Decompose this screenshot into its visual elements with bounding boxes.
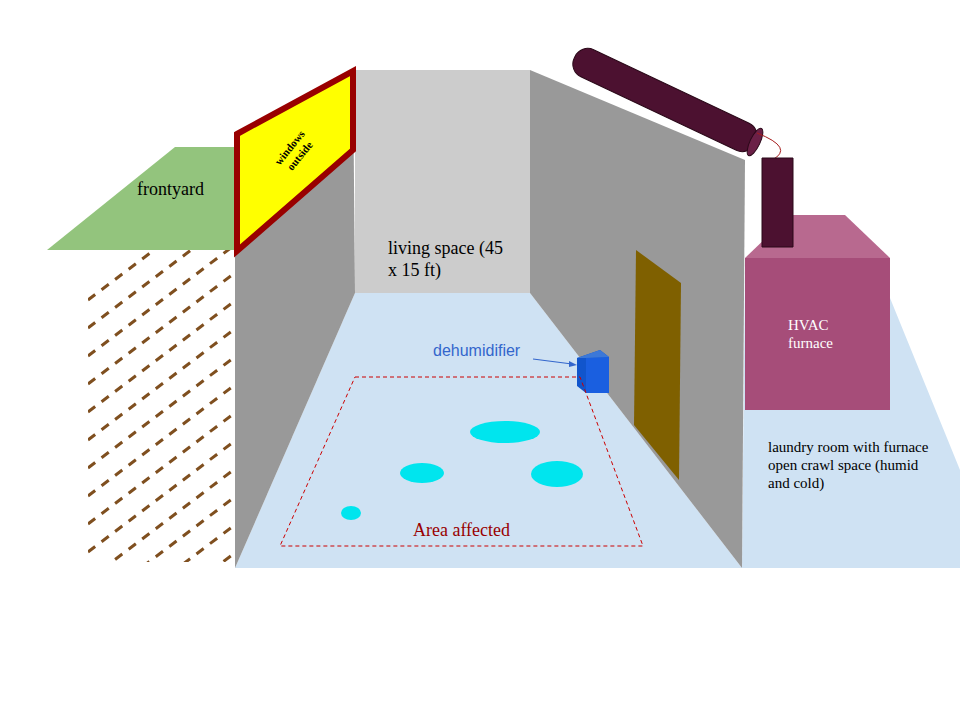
window-panel: windows outside bbox=[234, 68, 356, 255]
back-wall bbox=[355, 70, 530, 293]
node-text: HVAC furnace bbox=[788, 316, 858, 352]
shape-face bbox=[762, 158, 793, 247]
moisture-spots bbox=[341, 421, 583, 520]
hatch-line bbox=[88, 412, 236, 524]
flue-pipe bbox=[568, 44, 780, 160]
hatch-line bbox=[88, 580, 236, 692]
shape-face bbox=[47, 147, 260, 250]
room-dimension: living space (45 x 15 ft) bbox=[388, 238, 506, 281]
hatch-line bbox=[88, 244, 236, 356]
right-wall bbox=[530, 70, 745, 568]
hatch-line bbox=[88, 356, 236, 468]
dehumidifier-label: dehumidifier bbox=[433, 341, 520, 360]
hatch-line bbox=[88, 300, 236, 412]
shape-face bbox=[280, 377, 643, 546]
furnace-box: HVAC furnace bbox=[745, 215, 890, 410]
shape-face bbox=[237, 71, 353, 251]
hatch-line bbox=[88, 608, 236, 720]
laundry-note: laundry room with furnace open crawl spa… bbox=[768, 438, 936, 492]
node-outline bbox=[745, 215, 890, 410]
node-text: frontyard bbox=[137, 179, 204, 201]
left-wall bbox=[235, 72, 355, 568]
shape-face bbox=[745, 258, 890, 410]
soil-hatching bbox=[88, 188, 236, 720]
door bbox=[634, 250, 681, 480]
hatch-line bbox=[88, 440, 236, 552]
leader-arrow bbox=[533, 359, 577, 367]
hatch-line bbox=[88, 272, 236, 384]
hatch-line bbox=[88, 328, 236, 440]
yard-area: frontyard bbox=[47, 147, 260, 250]
hatch-line bbox=[88, 552, 236, 664]
hatch-line bbox=[88, 468, 236, 580]
dehumidifier-unit bbox=[577, 350, 609, 393]
hatch-line bbox=[88, 496, 236, 608]
hatch-line bbox=[88, 524, 236, 636]
node-text: Area affected bbox=[280, 520, 643, 542]
affected-zone: Area affected bbox=[280, 377, 643, 546]
hatch-line bbox=[88, 384, 236, 496]
